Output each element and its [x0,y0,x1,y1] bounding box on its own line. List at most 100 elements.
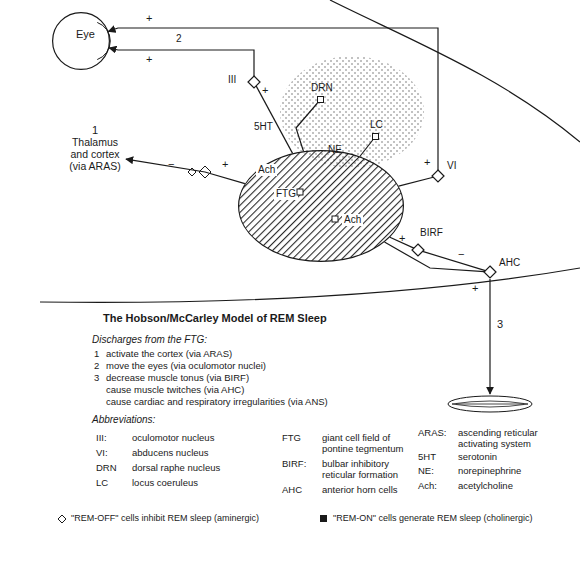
caption-text: ARAS: [418,427,447,438]
caption-text: giant cell field of pontine tegmentum [322,432,412,454]
node-label: DRN [311,82,333,94]
caption-text: 2 [94,360,99,371]
caption-text: Discharges from the FTG: [92,334,207,345]
callout-sign: − [168,158,174,170]
cell-diamond [248,76,260,88]
circle-outline [52,12,110,70]
cell-diamond [412,244,424,256]
caption-text: activate the cortex (via ARAS) [106,348,232,359]
callout-sign: + [262,84,268,96]
nucleus-diamond: III [248,76,260,88]
eye-circle [53,13,110,70]
muscle-fibers [452,401,528,407]
caption-text: VI: [96,447,108,458]
node-label: AHC [499,257,520,269]
caption-text: move the eyes (via oculomotor nuclei) [106,360,266,371]
callout-sign: + [146,12,152,24]
caption-text: serotonin [458,451,497,462]
caption-text: oculomotor nucleus [132,432,214,443]
caption-text: cause cardiac and respiratory irregulari… [106,396,328,407]
callout-sign: + [146,53,152,65]
cornea-arc [97,22,110,59]
node-label: Ach [256,164,277,176]
legend-symbol [58,515,65,522]
caption-text: LC [96,477,108,488]
caption-text: 1 [94,348,99,359]
caption-text: Ach: [418,480,437,491]
pathway-line [399,177,434,186]
callout-sign: 3 [497,318,503,330]
caption-text: cause muscle twitches (via AHC) [106,384,244,395]
cell-diamond [484,266,496,278]
pathway-line [296,103,317,151]
edge-label: 2 [176,33,182,45]
legend-text: "REM-OFF" cells inhibit REM sleep (amine… [71,513,259,524]
motor-pathway [489,279,490,394]
caption-text: 5HT [418,451,436,462]
nucleus-square: DRN [317,96,324,103]
caption-text: FTG [282,432,301,443]
node-label: Eye [76,28,95,40]
diamond-outline [248,76,260,88]
diamond-outline [432,170,444,182]
node-label: LC [370,119,383,131]
node-label: Ach [342,214,363,226]
pathway-line [384,242,484,272]
cell-square [297,189,303,195]
pathway-line [360,140,373,157]
caption-text: ascending reticular activating system [458,427,558,449]
node-label: Thalamus and cortex (via ARAS) [64,136,126,172]
caption-text: anterior horn cells [322,484,398,495]
nucleus-diamond: AHC [484,266,496,278]
callout-sign: + [472,282,478,294]
cell-diamond [58,515,66,523]
edge-label: 5HT [254,121,273,133]
callout-sign: + [424,156,430,168]
pathway-line [109,48,254,76]
node-label: BIRF [420,227,443,239]
legend-text: "REM-ON" cells generate REM sleep (choli… [333,513,532,524]
ftg-ellipse [239,151,404,262]
caption-text: AHC [282,484,302,495]
ftg-ellipse: AchFTGAch [238,150,404,262]
callout-sign: − [458,248,464,260]
caption-text: 3 [94,372,99,383]
caption-text: III: [96,432,107,443]
pathway-line [256,86,292,153]
brainstem-outline [40,268,580,302]
nucleus-diamond: VI [432,170,444,182]
caption-text: dorsal raphe nucleus [132,462,220,473]
node-label: FTG [274,188,298,200]
node-label: III [228,74,236,86]
diagram-title: The Hobson/McCarley Model of REM Sleep [103,312,327,325]
target-label: Thalamus and cortex (via ARAS) [64,136,126,172]
stippled-region [280,56,424,168]
caption-text: locus coeruleus [132,477,198,488]
muscle-symbol [448,396,532,412]
callout-sign: + [399,232,405,244]
callout-sign: + [222,158,228,170]
eye-circle: Eye [52,12,110,70]
node-label: VI [447,160,456,172]
cell-diamond [432,170,444,182]
nucleus-square: LC [372,133,379,140]
caption-text: BIRF: [282,458,306,469]
legend-swatch [320,515,327,522]
caption-text: norepinephrine [458,465,521,476]
cell-square [332,216,338,222]
caption-text: decrease muscle tonus (via BIRF) [106,372,249,383]
diamond-outline [484,266,496,278]
caption-text: acetylcholine [458,480,513,491]
caption-text: NE: [418,465,434,476]
caption-text: bulbar inhibitory reticular formation [322,458,412,480]
edge-label: NE [328,144,342,156]
diamond-outline [412,244,424,256]
caption-text: abducens nucleus [132,447,209,458]
caption-text: DRN [96,462,117,473]
caption-text: Abbreviations: [92,414,155,425]
